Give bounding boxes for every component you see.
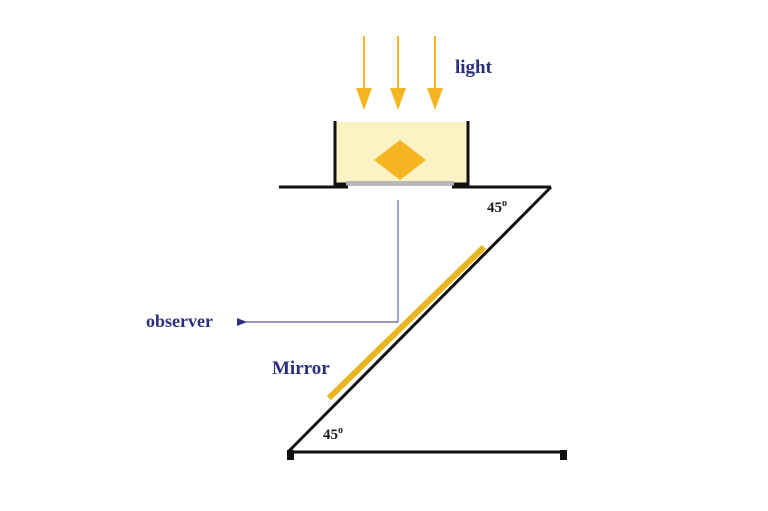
degree-mark: o <box>338 425 343 436</box>
light-arrow <box>390 36 406 110</box>
specimen-diamond <box>374 140 426 180</box>
observer-label: observer <box>146 311 213 331</box>
degree-mark: o <box>502 198 507 209</box>
mirror <box>326 244 487 401</box>
base-foot-left <box>287 450 294 460</box>
mirror-label: Mirror <box>272 358 330 379</box>
light-arrow <box>356 36 372 110</box>
base-foot-right <box>560 450 567 460</box>
light-arrow <box>427 36 443 110</box>
glass-plate <box>346 181 454 186</box>
angle-value: 45 <box>487 200 502 216</box>
angle-label-top: 45o <box>487 199 507 216</box>
angle-label-bottom: 45o <box>323 426 343 443</box>
light-label: light <box>455 57 492 78</box>
angle-value: 45 <box>323 427 338 443</box>
light-arrows <box>356 36 443 110</box>
frame-diagonal <box>286 185 553 454</box>
